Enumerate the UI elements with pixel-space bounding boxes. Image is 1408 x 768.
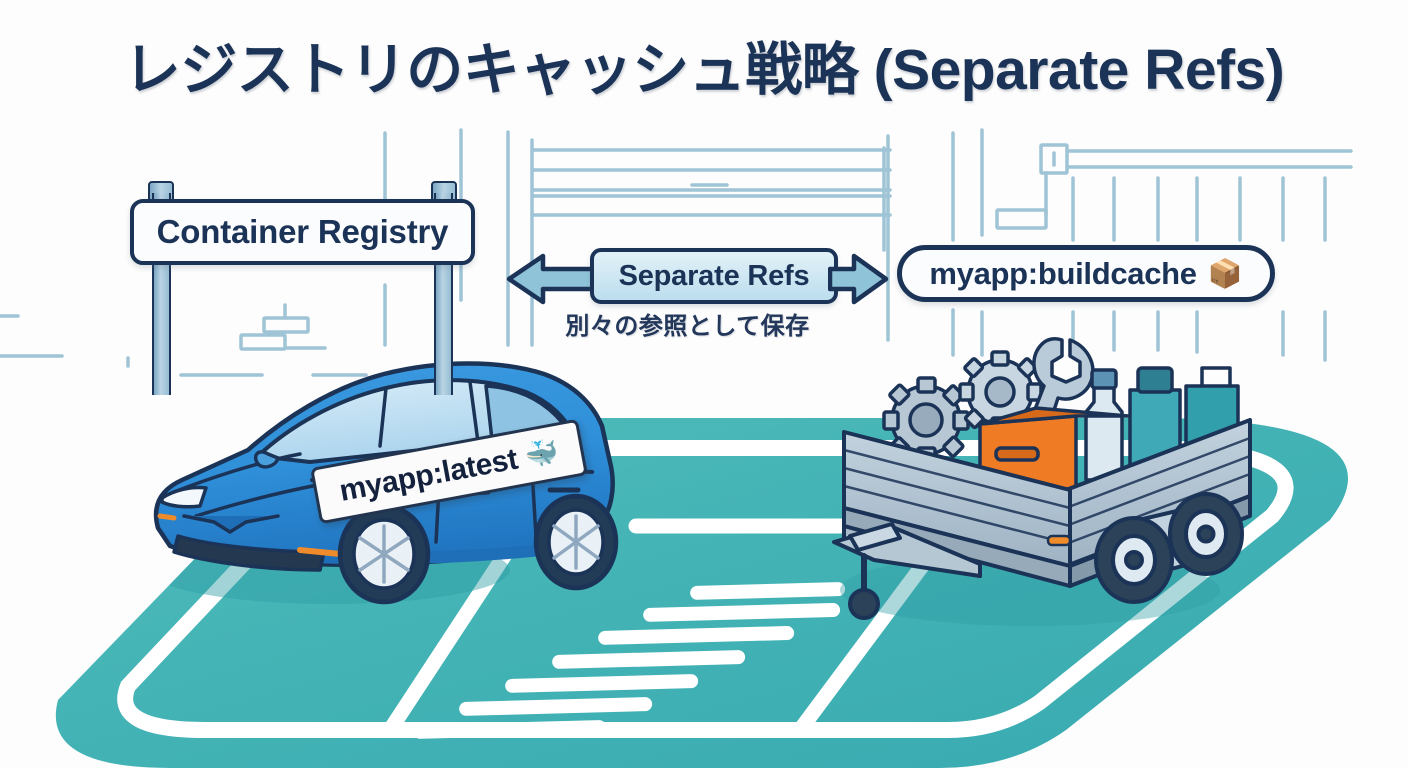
whale-icon: 🐳: [522, 436, 561, 472]
buildcache-tag-pill[interactable]: myapp:buildcache 📦: [897, 245, 1275, 302]
separate-refs-caption: 別々の参照として保存: [565, 313, 810, 340]
registry-sign-label: Container Registry: [156, 213, 449, 250]
separate-refs-group[interactable]: Separate Refs 別々の参照として保存: [505, 248, 889, 348]
separate-refs-label: Separate Refs: [618, 259, 810, 292]
container-registry-sign[interactable]: Container Registry: [130, 175, 475, 395]
separate-refs-badge[interactable]: Separate Refs: [590, 248, 838, 304]
buildcache-tag-label: myapp:buildcache: [929, 255, 1197, 291]
page-title: レジストリのキャッシュ戦略 (Separate Refs): [123, 38, 1285, 102]
arrow-left-icon: [506, 253, 600, 305]
package-icon: 📦: [1207, 257, 1243, 289]
utility-trailer: [832, 337, 1252, 620]
arrow-right-icon: [828, 253, 889, 305]
sign-plate: Container Registry: [130, 199, 475, 265]
